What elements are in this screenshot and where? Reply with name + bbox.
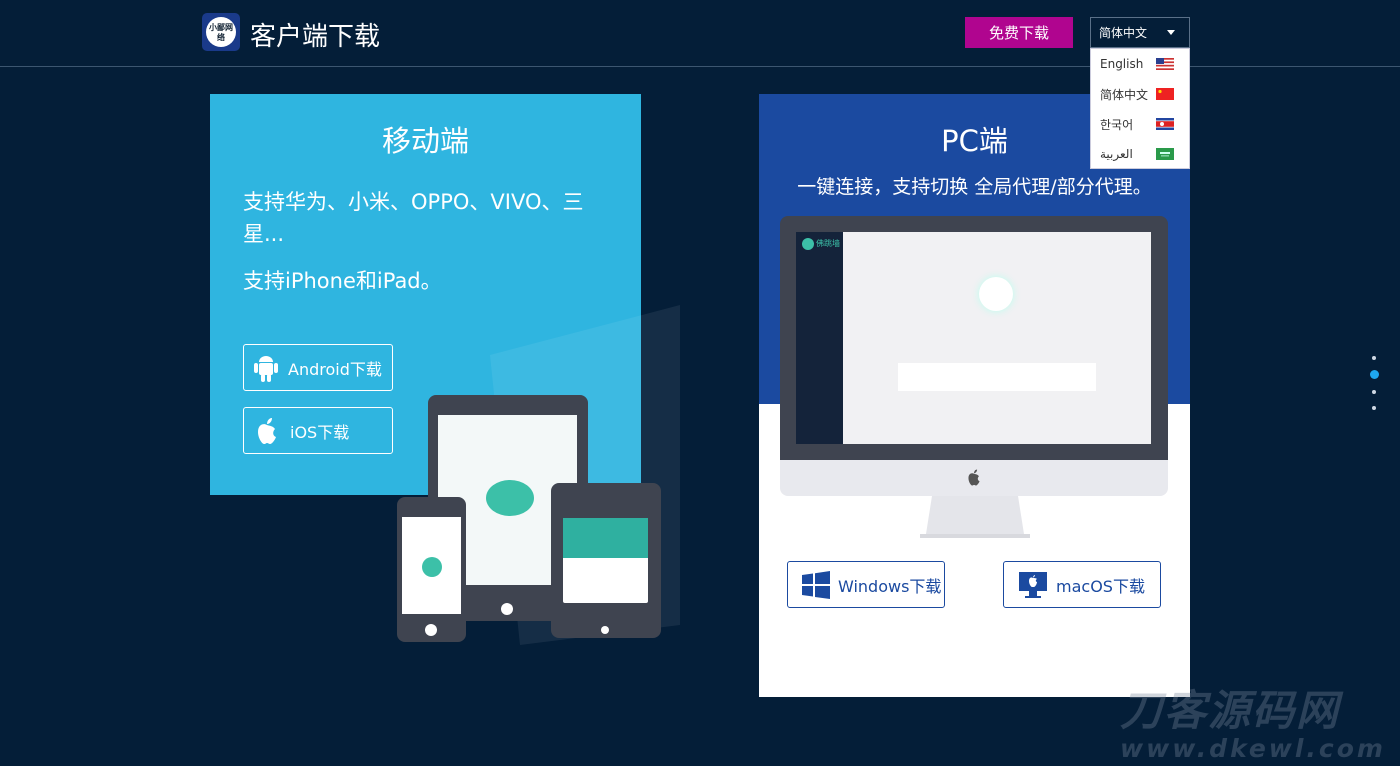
pager-dot-3[interactable] xyxy=(1372,390,1376,394)
pc-subtitle: 一键连接，支持切换 全局代理/部分代理。 xyxy=(797,176,1152,198)
macos-download-label: macOS下载 xyxy=(1056,576,1145,596)
language-menu: English 简体中文 한국어 العربية xyxy=(1090,48,1190,169)
ios-download-label: iOS下载 xyxy=(290,422,350,442)
language-select[interactable]: 简体中文 xyxy=(1090,17,1190,48)
ios-download-button[interactable]: iOS下载 xyxy=(243,407,393,454)
app-name: 佛跳墙 xyxy=(816,239,840,248)
page-title: 客户端下载 xyxy=(250,22,381,52)
option-label: العربية xyxy=(1100,147,1133,161)
mobile-support-android: 支持华为、小米、OPPO、VIVO、三星... xyxy=(243,190,584,246)
macos-download-button[interactable]: macOS下载 xyxy=(1003,561,1161,608)
mac-monitor-icon xyxy=(1019,571,1047,598)
option-label: English xyxy=(1100,57,1144,71)
phone-illustration xyxy=(397,497,466,642)
watermark-line2: www.dkewl.com xyxy=(1120,734,1386,763)
apple-logo-icon xyxy=(968,469,980,486)
kp-flag-icon xyxy=(1156,118,1174,130)
logo-text: 小鄙网络 xyxy=(206,17,236,47)
language-option-arabic[interactable]: العربية xyxy=(1091,139,1189,169)
option-label: 简体中文 xyxy=(1100,87,1149,102)
android-download-label: Android下载 xyxy=(288,359,382,379)
language-option-korean[interactable]: 한국어 xyxy=(1091,109,1189,139)
option-label: 한국어 xyxy=(1100,117,1134,132)
mobile-support-ios: 支持iPhone和iPad。 xyxy=(243,269,442,293)
mobile-title: 移动端 xyxy=(381,124,469,158)
pager-dot-4[interactable] xyxy=(1372,406,1376,410)
windows-icon xyxy=(802,570,830,599)
pc-title: PC端 xyxy=(941,124,1008,158)
pager-dot-2-active[interactable] xyxy=(1370,370,1379,379)
watermark: 刀客源码网 www.dkewl.com xyxy=(1120,686,1386,764)
us-flag-icon xyxy=(1156,58,1174,70)
apple-icon xyxy=(258,417,276,444)
windows-download-label: Windows下载 xyxy=(838,576,942,596)
logo[interactable]: 小鄙网络 xyxy=(202,13,240,51)
monitor-chin xyxy=(780,460,1168,496)
android-download-button[interactable]: Android下载 xyxy=(243,344,393,391)
android-icon xyxy=(254,355,278,382)
pager-dot-1[interactable] xyxy=(1372,356,1376,360)
windows-download-button[interactable]: Windows下载 xyxy=(787,561,945,608)
sa-flag-icon xyxy=(1156,148,1174,160)
free-download-button[interactable]: 免费下载 xyxy=(965,17,1073,48)
monitor-illustration: 佛跳墙 xyxy=(780,216,1168,460)
language-option-chinese[interactable]: 简体中文 xyxy=(1091,79,1189,109)
watermark-line1: 刀客源码网 xyxy=(1120,686,1341,735)
cn-flag-icon xyxy=(1156,88,1174,100)
language-selected: 简体中文 xyxy=(1099,26,1148,40)
caret-down-icon xyxy=(1167,30,1175,35)
header: 小鄙网络 客户端下载 免费下载 简体中文 xyxy=(0,0,1400,67)
monitor-stand xyxy=(920,496,1030,538)
language-option-english[interactable]: English xyxy=(1091,49,1189,79)
tablet-small-illustration xyxy=(551,483,661,638)
